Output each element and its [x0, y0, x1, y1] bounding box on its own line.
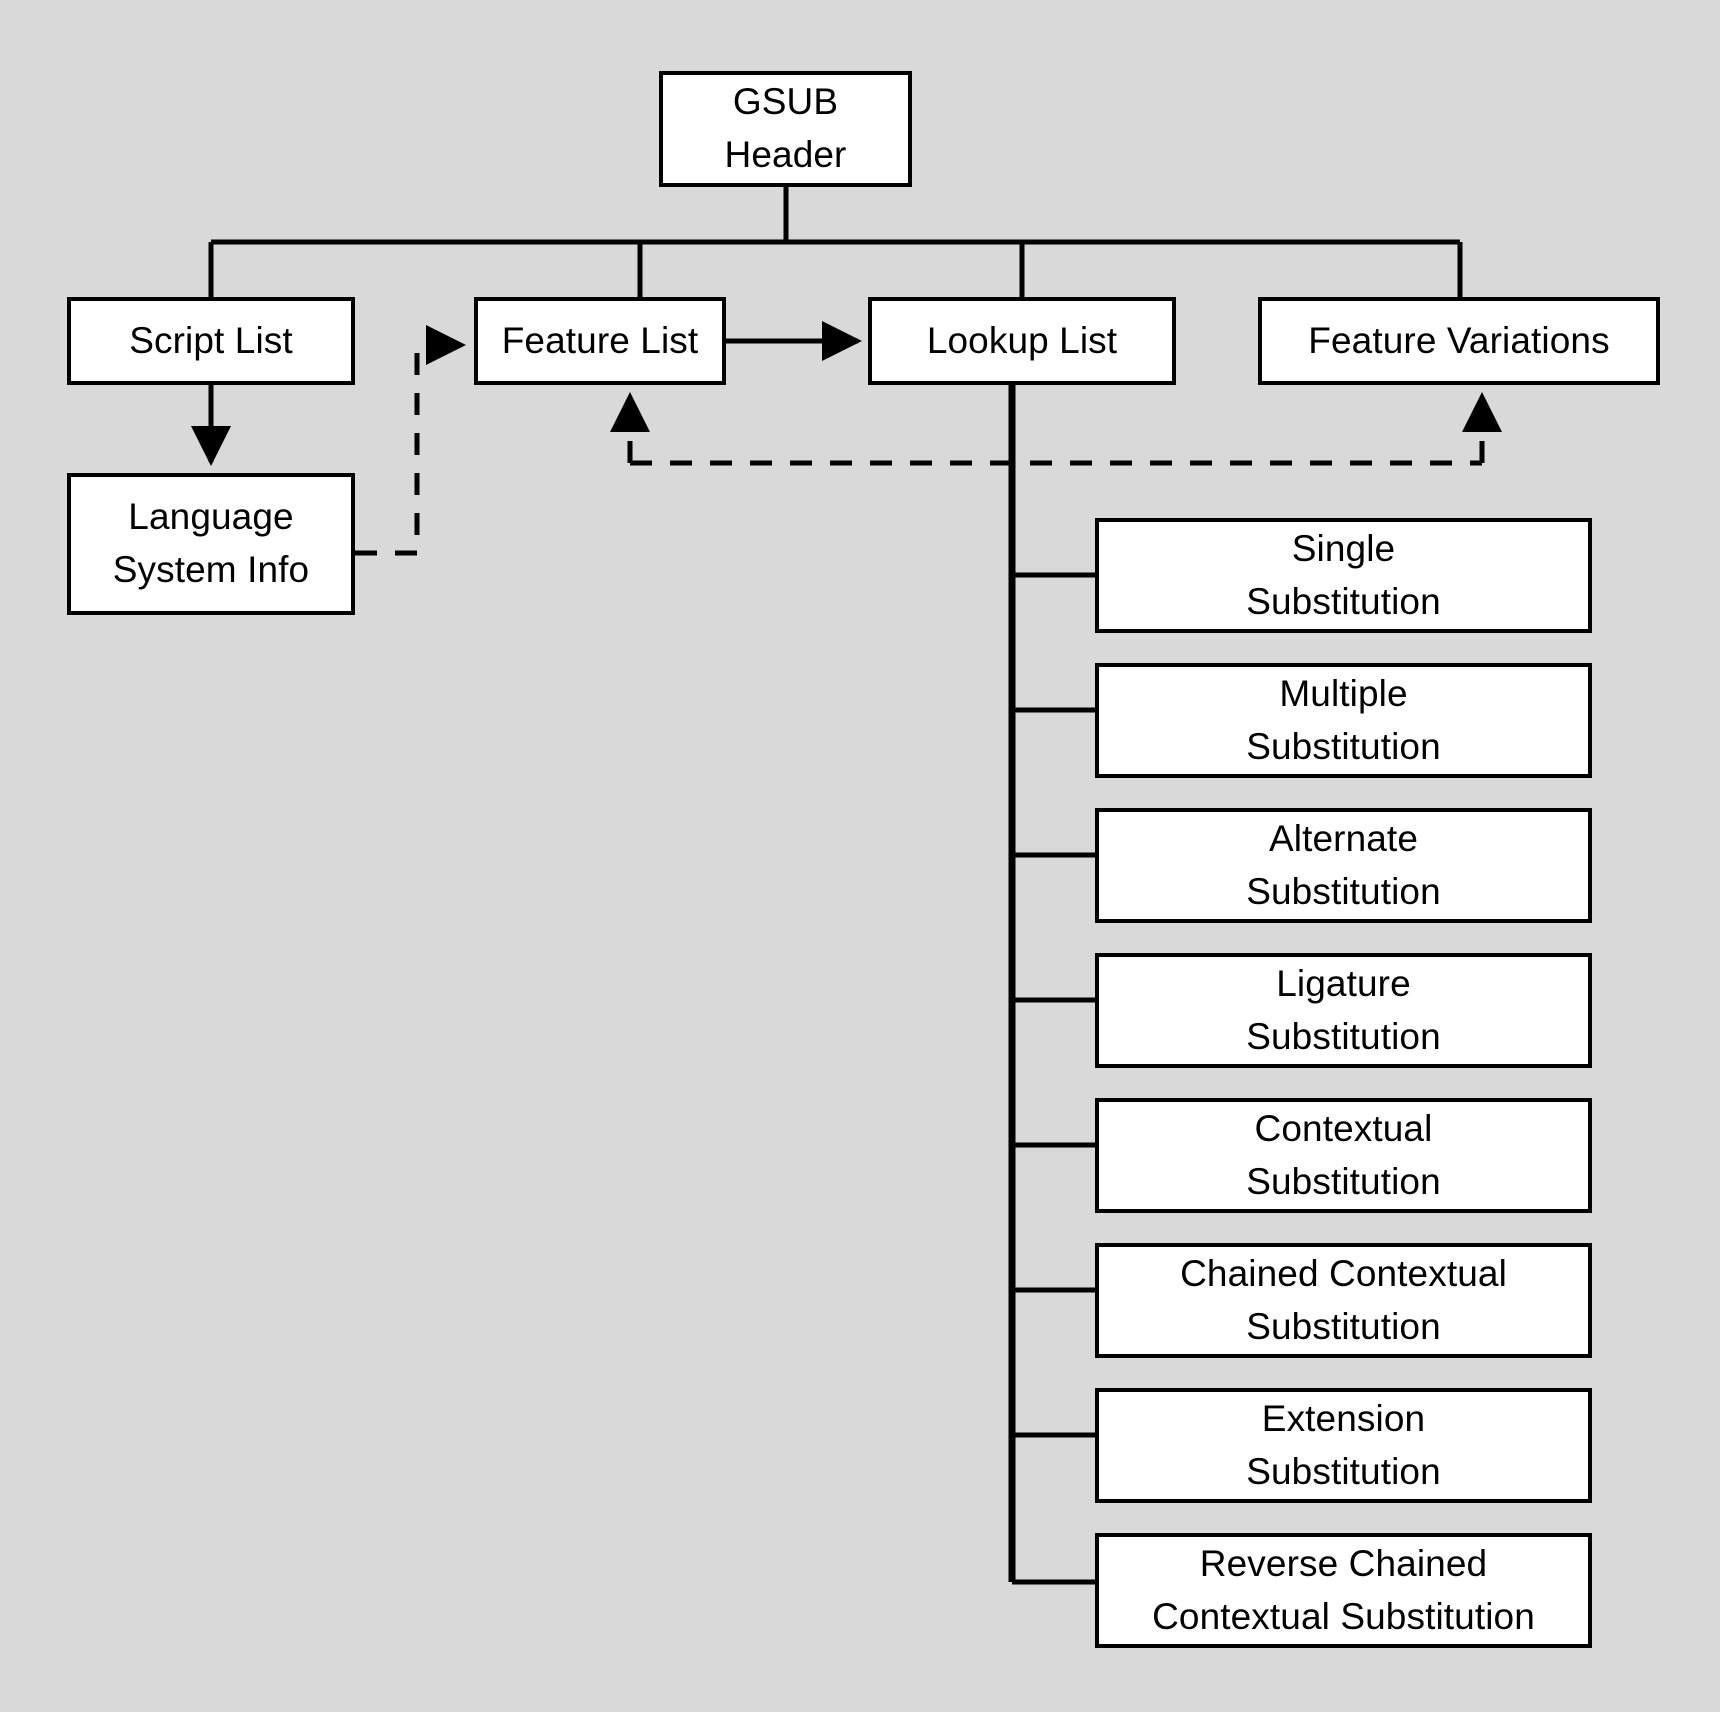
node-gsub-header-line1: GSUB [732, 81, 839, 123]
lookup-type-line2: Substitution [1246, 870, 1441, 912]
node-lookup-list-label: Lookup List [926, 319, 1118, 361]
lookup-type-line1: Contextual [1254, 1107, 1433, 1149]
node-gsub-header-line2: Header [724, 134, 847, 175]
lookup-type-line2: Substitution [1246, 1160, 1441, 1202]
node-lookup-type-alternate-substitution[interactable]: Alternate Substitution [1095, 808, 1592, 923]
node-lookup-list[interactable]: Lookup List [868, 297, 1176, 385]
node-lookup-type-single-substitution[interactable]: Single Substitution [1095, 518, 1592, 633]
lookup-type-line1: Reverse Chained [1199, 1542, 1488, 1584]
lookup-type-line1: Alternate [1269, 817, 1418, 859]
lookup-type-line2: Substitution [1246, 1015, 1441, 1057]
node-feature-list[interactable]: Feature List [474, 297, 726, 385]
node-language-system-info[interactable]: Language System Info [67, 473, 355, 615]
node-feature-variations[interactable]: Feature Variations [1258, 297, 1660, 385]
lookup-type-line1: Multiple [1279, 672, 1408, 714]
node-lookup-type-reverse-chained-contextual-substitution[interactable]: Reverse Chained Contextual Substitution [1095, 1533, 1592, 1648]
node-lookup-type-contextual-substitution[interactable]: Contextual Substitution [1095, 1098, 1592, 1213]
lookup-type-line1: Ligature [1276, 962, 1411, 1004]
node-gsub-header[interactable]: GSUB Header [659, 71, 912, 187]
connector-lookup-list-dashed-feedback [610, 391, 1502, 466]
lookup-type-line2: Substitution [1246, 1305, 1441, 1347]
node-lookup-type-extension-substitution[interactable]: Extension Substitution [1095, 1388, 1592, 1503]
connector-language-system-info-to-feature-list [355, 325, 467, 556]
lookup-type-line2: Substitution [1246, 1450, 1441, 1492]
lookup-type-line2: Substitution [1246, 725, 1441, 767]
lookup-type-line1: Single [1291, 527, 1396, 569]
connector-gsub-to-bus [208, 187, 1463, 297]
node-language-system-info-line2: System Info [112, 549, 310, 590]
lookup-type-line1: Chained Contextual [1180, 1252, 1507, 1294]
node-script-list[interactable]: Script List [67, 297, 355, 385]
node-lookup-type-ligature-substitution[interactable]: Ligature Substitution [1095, 953, 1592, 1068]
connector-lookup-list-trunk [1008, 385, 1095, 1585]
node-language-system-info-line1: Language [128, 496, 294, 538]
node-feature-list-label: Feature List [501, 319, 699, 361]
lookup-type-line1: Extension [1261, 1397, 1426, 1439]
node-lookup-type-multiple-substitution[interactable]: Multiple Substitution [1095, 663, 1592, 778]
lookup-type-line2: Contextual Substitution [1152, 1595, 1535, 1637]
node-script-list-label: Script List [129, 319, 293, 361]
node-feature-variations-label: Feature Variations [1308, 319, 1610, 361]
node-lookup-type-chained-contextual-substitution[interactable]: Chained Contextual Substitution [1095, 1243, 1592, 1358]
lookup-type-line2: Substitution [1246, 580, 1441, 622]
